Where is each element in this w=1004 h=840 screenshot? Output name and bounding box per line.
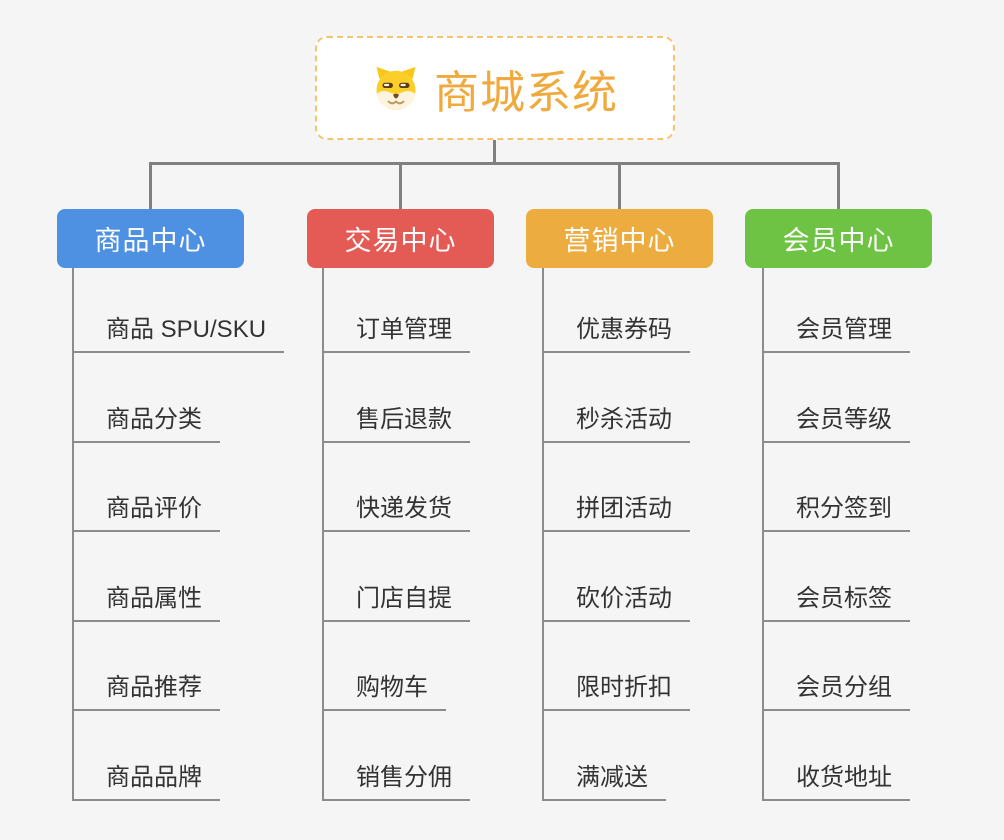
leaf-node[interactable]: 会员标签 <box>763 585 910 622</box>
branch-spine-trade <box>322 268 324 801</box>
leaf-node[interactable]: 销售分佣 <box>323 764 470 801</box>
leaf-node[interactable]: 商品分类 <box>73 406 220 443</box>
connector-root-stem <box>493 140 496 163</box>
leaf-node[interactable]: 快递发货 <box>323 495 470 532</box>
branch-node-marketing[interactable]: 营销中心 <box>526 209 713 268</box>
connector-crossbar <box>149 162 840 165</box>
leaf-node[interactable]: 会员分组 <box>763 674 910 711</box>
branch-spine-member <box>762 268 764 801</box>
leaf-node[interactable]: 限时折扣 <box>543 674 690 711</box>
connector-drop-marketing <box>618 164 621 209</box>
leaf-node[interactable]: 优惠券码 <box>543 316 690 353</box>
leaf-node[interactable]: 满减送 <box>543 764 666 801</box>
branch-node-member[interactable]: 会员中心 <box>745 209 932 268</box>
dog-face-icon <box>376 67 416 110</box>
leaf-node[interactable]: 购物车 <box>323 674 446 711</box>
leaf-node[interactable]: 积分签到 <box>763 495 910 532</box>
branch-label: 会员中心 <box>782 226 895 256</box>
branch-items-marketing: 优惠券码 秒杀活动 拼团活动 砍价活动 限时折扣 满减送 <box>543 268 690 801</box>
leaf-node[interactable]: 商品评价 <box>73 495 220 532</box>
root-node-title: 商城系统 <box>433 66 618 118</box>
branch-label: 交易中心 <box>344 226 457 256</box>
branch-spine-product <box>72 268 74 801</box>
branch-spine-marketing <box>542 268 544 801</box>
branch-label: 营销中心 <box>563 226 676 256</box>
leaf-node[interactable]: 会员等级 <box>763 406 910 443</box>
leaf-node[interactable]: 秒杀活动 <box>543 406 690 443</box>
leaf-node[interactable]: 拼团活动 <box>543 495 690 532</box>
leaf-node[interactable]: 门店自提 <box>323 585 470 622</box>
connector-drop-product <box>149 164 152 209</box>
branch-label: 商品中心 <box>94 226 207 256</box>
branch-items-member: 会员管理 会员等级 积分签到 会员标签 会员分组 收货地址 <box>763 268 910 801</box>
leaf-node[interactable]: 商品推荐 <box>73 674 220 711</box>
branch-items-product: 商品 SPU/SKU 商品分类 商品评价 商品属性 商品推荐 商品品牌 <box>73 268 285 801</box>
leaf-node[interactable]: 会员管理 <box>763 316 910 353</box>
leaf-node[interactable]: 商品品牌 <box>73 764 220 801</box>
branch-items-trade: 订单管理 售后退款 快递发货 门店自提 购物车 销售分佣 <box>323 268 470 801</box>
leaf-node[interactable]: 订单管理 <box>323 316 470 353</box>
connector-drop-member <box>837 164 840 209</box>
leaf-node[interactable]: 商品属性 <box>73 585 220 622</box>
leaf-node[interactable]: 收货地址 <box>763 764 910 801</box>
branch-node-trade[interactable]: 交易中心 <box>307 209 494 268</box>
branch-node-product[interactable]: 商品中心 <box>57 209 244 268</box>
leaf-node[interactable]: 商品 SPU/SKU <box>73 316 285 353</box>
leaf-node[interactable]: 售后退款 <box>323 406 470 443</box>
root-node[interactable]: 商城系统 <box>315 36 675 140</box>
leaf-node[interactable]: 砍价活动 <box>543 585 690 622</box>
connector-drop-trade <box>399 164 402 209</box>
